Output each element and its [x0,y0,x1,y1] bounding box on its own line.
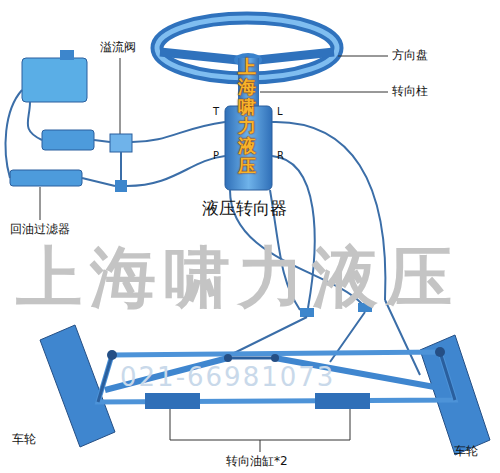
part-name: 转向柱 [392,84,428,98]
brand-text: 上海啸力液压 [238,57,256,176]
part-name: 车轮 [454,444,478,458]
part-name: 溢流阀 [100,40,136,54]
part-name: 回油过滤器 [10,222,70,236]
port-letter: P [213,150,219,162]
port-letter: R [277,150,284,162]
hydraulic-supply [10,50,132,192]
part-name: 转向油缸*2 [226,454,288,468]
steering-unit-node: 上海啸力液压液压转向器 [238,57,256,176]
part-name: 方向盘 [392,48,428,62]
watermark: 上海啸力液压 [16,238,460,317]
port-letter: L [277,106,283,118]
port-letter: T [213,106,219,118]
steering-cylinder [145,393,200,409]
steering-cylinder [315,393,370,409]
watermark: 021-66981073 [120,362,335,393]
part-name: 车轮 [12,432,36,446]
component-name: 液压转向器 [202,197,287,220]
